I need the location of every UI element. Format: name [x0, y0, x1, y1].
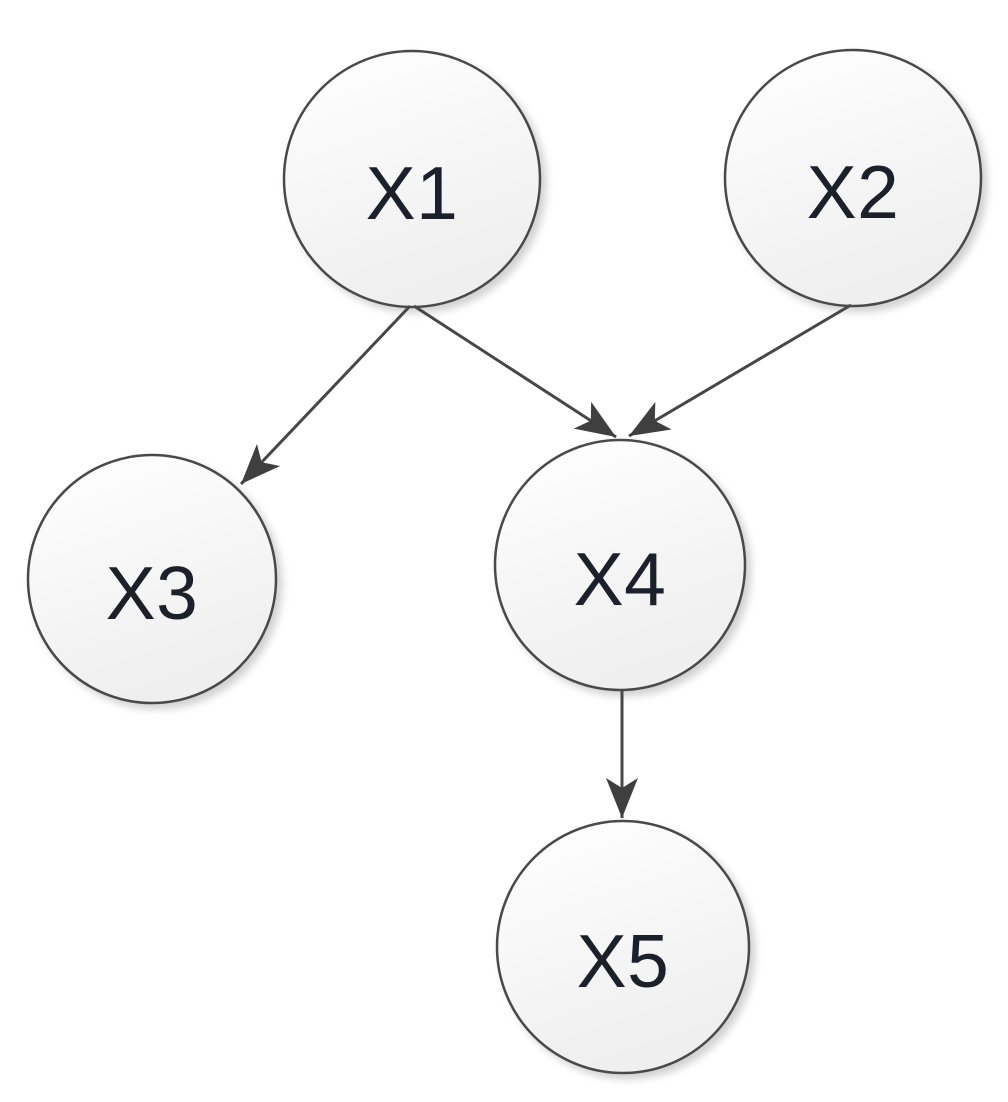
edge-x1-to-x4[interactable]	[413, 304, 617, 439]
node-circle-x3[interactable]	[26, 453, 278, 705]
node-label-x4: X4	[574, 537, 667, 621]
node-label-x3: X3	[106, 551, 199, 635]
edge-x1-to-x3[interactable]	[239, 304, 412, 486]
node-label-x1: X1	[366, 151, 459, 235]
edges-layer	[239, 303, 852, 818]
node-label-x2: X2	[807, 150, 900, 234]
edge-x2-to-x4[interactable]	[628, 303, 852, 438]
graph-node-x1[interactable]: X1	[282, 49, 542, 309]
node-circle-x5[interactable]	[495, 819, 751, 1075]
node-circle-x2[interactable]	[723, 48, 983, 308]
graph-node-x5[interactable]: X5	[495, 819, 751, 1075]
graph-node-x2[interactable]: X2	[723, 48, 983, 308]
graph-node-x3[interactable]: X3	[26, 453, 278, 705]
node-label-x5: X5	[577, 919, 670, 1003]
node-circle-x4[interactable]	[493, 438, 747, 692]
graph-node-x4[interactable]: X4	[493, 438, 747, 692]
node-circle-x1[interactable]	[282, 49, 542, 309]
